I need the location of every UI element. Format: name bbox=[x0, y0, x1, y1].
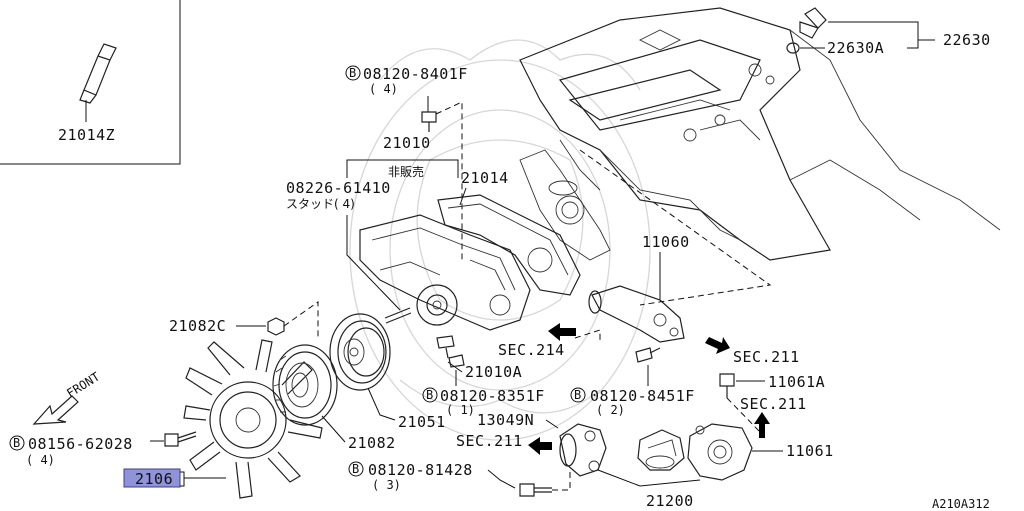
label-22630a: 22630A bbox=[827, 39, 884, 57]
label-08120-8351f: 08120-8351F bbox=[440, 387, 545, 405]
svg-text:B: B bbox=[352, 462, 359, 476]
label-11060: 11060 bbox=[642, 233, 690, 251]
sealant-tube-icon bbox=[79, 43, 117, 104]
water-pump-drawing bbox=[359, 214, 531, 331]
label-21010a: 21010A bbox=[465, 363, 522, 381]
label-08226-61410: 08226-61410 bbox=[286, 179, 391, 197]
label-sec211a: SEC.211 bbox=[733, 348, 800, 366]
arrow-sec211b-icon bbox=[754, 412, 770, 438]
temperature-sensor bbox=[786, 7, 827, 54]
qty-8401f: ( 4) bbox=[369, 82, 398, 96]
label-08120-8451f: 08120-8451F bbox=[590, 387, 695, 405]
inset-box: 21014Z bbox=[0, 0, 181, 165]
label-08120-81428: 08120-81428 bbox=[368, 461, 473, 479]
diagram-reference-code: A210A312 bbox=[932, 497, 990, 511]
gasket-drawing bbox=[437, 194, 581, 296]
arrow-sec214-icon bbox=[548, 323, 576, 341]
bracket-21010 bbox=[346, 159, 459, 178]
label-08120-8401f: 08120-8401F bbox=[363, 65, 468, 83]
label-22630: 22630 bbox=[943, 31, 991, 49]
qty-81428: ( 3) bbox=[372, 478, 401, 492]
stud-drawing bbox=[384, 307, 412, 324]
arrow-sec211a-icon bbox=[705, 337, 730, 354]
label-08156-62028: 08156-62028 bbox=[28, 435, 133, 453]
svg-text:B: B bbox=[574, 388, 581, 402]
water-outlet-drawing bbox=[559, 423, 607, 477]
bolt-8451f-drawing bbox=[635, 347, 661, 363]
bolt-callout-62028: B 08156-62028 ( 4) bbox=[9, 435, 164, 467]
bolt-callout-8401f: B 08120-8401F ( 4) bbox=[345, 65, 468, 112]
label-21014: 21014 bbox=[461, 169, 509, 187]
bolt-callout-8451f: B 08120-8451F ( 2) bbox=[570, 365, 695, 417]
label-13049n: 13049N bbox=[477, 411, 534, 429]
label-21082: 21082 bbox=[348, 434, 396, 452]
label-21014z: 21014Z bbox=[58, 126, 115, 144]
svg-text:B: B bbox=[426, 388, 433, 402]
watermark bbox=[349, 39, 651, 441]
label-21010: 21010 bbox=[383, 134, 431, 152]
bolt-62028-drawing bbox=[164, 431, 197, 447]
nut-drawing bbox=[267, 317, 285, 336]
bolt-11061a-drawing bbox=[719, 373, 735, 398]
front-arrow-icon bbox=[32, 395, 79, 425]
thermostat-housing-drawing bbox=[588, 285, 685, 343]
bolt-callout-81428: B 08120-81428 ( 3) bbox=[348, 461, 516, 492]
label-2106[interactable]: 2106 bbox=[135, 470, 173, 488]
label-sec211c: SEC.211 bbox=[456, 432, 523, 450]
cooling-fan-drawing bbox=[183, 339, 323, 499]
thermostat-cover-drawing bbox=[687, 423, 753, 481]
label-hanbai: 非販売 bbox=[388, 164, 424, 179]
bolt-callout-8351f: B 08120-8351F ( 1) bbox=[422, 370, 545, 417]
pulley-drawing bbox=[329, 313, 391, 391]
label-21051: 21051 bbox=[398, 413, 446, 431]
label-stud: スタッド( 4) bbox=[286, 197, 355, 211]
bolt-81428-drawing bbox=[519, 483, 552, 497]
label-21082c: 21082C bbox=[169, 317, 226, 335]
qty-8451f: ( 2) bbox=[596, 403, 625, 417]
fan-clutch-drawing bbox=[272, 344, 338, 426]
highlight-2106[interactable] bbox=[123, 468, 181, 488]
label-11061: 11061 bbox=[786, 442, 834, 460]
svg-text:B: B bbox=[13, 436, 20, 450]
thermostat-drawing bbox=[637, 429, 685, 471]
qty-62028: ( 4) bbox=[26, 453, 55, 467]
qty-8351f: ( 1) bbox=[446, 403, 475, 417]
lead-22630 bbox=[828, 21, 935, 41]
label-front: FRONT bbox=[64, 370, 102, 401]
label-sec211b: SEC.211 bbox=[740, 395, 807, 413]
label-11061a: 11061A bbox=[768, 373, 825, 391]
bolt-21010a-drawing bbox=[436, 335, 465, 368]
label-sec214: SEC.214 bbox=[498, 341, 565, 359]
svg-text:B: B bbox=[349, 66, 356, 80]
bolt-8401f-drawing bbox=[421, 111, 437, 132]
engine-block-drawing bbox=[519, 7, 1001, 261]
bracket-21200 bbox=[597, 469, 701, 487]
arrow-sec211c-icon bbox=[528, 437, 552, 455]
bolt-marker-icon bbox=[345, 65, 361, 81]
label-21200: 21200 bbox=[646, 492, 694, 510]
